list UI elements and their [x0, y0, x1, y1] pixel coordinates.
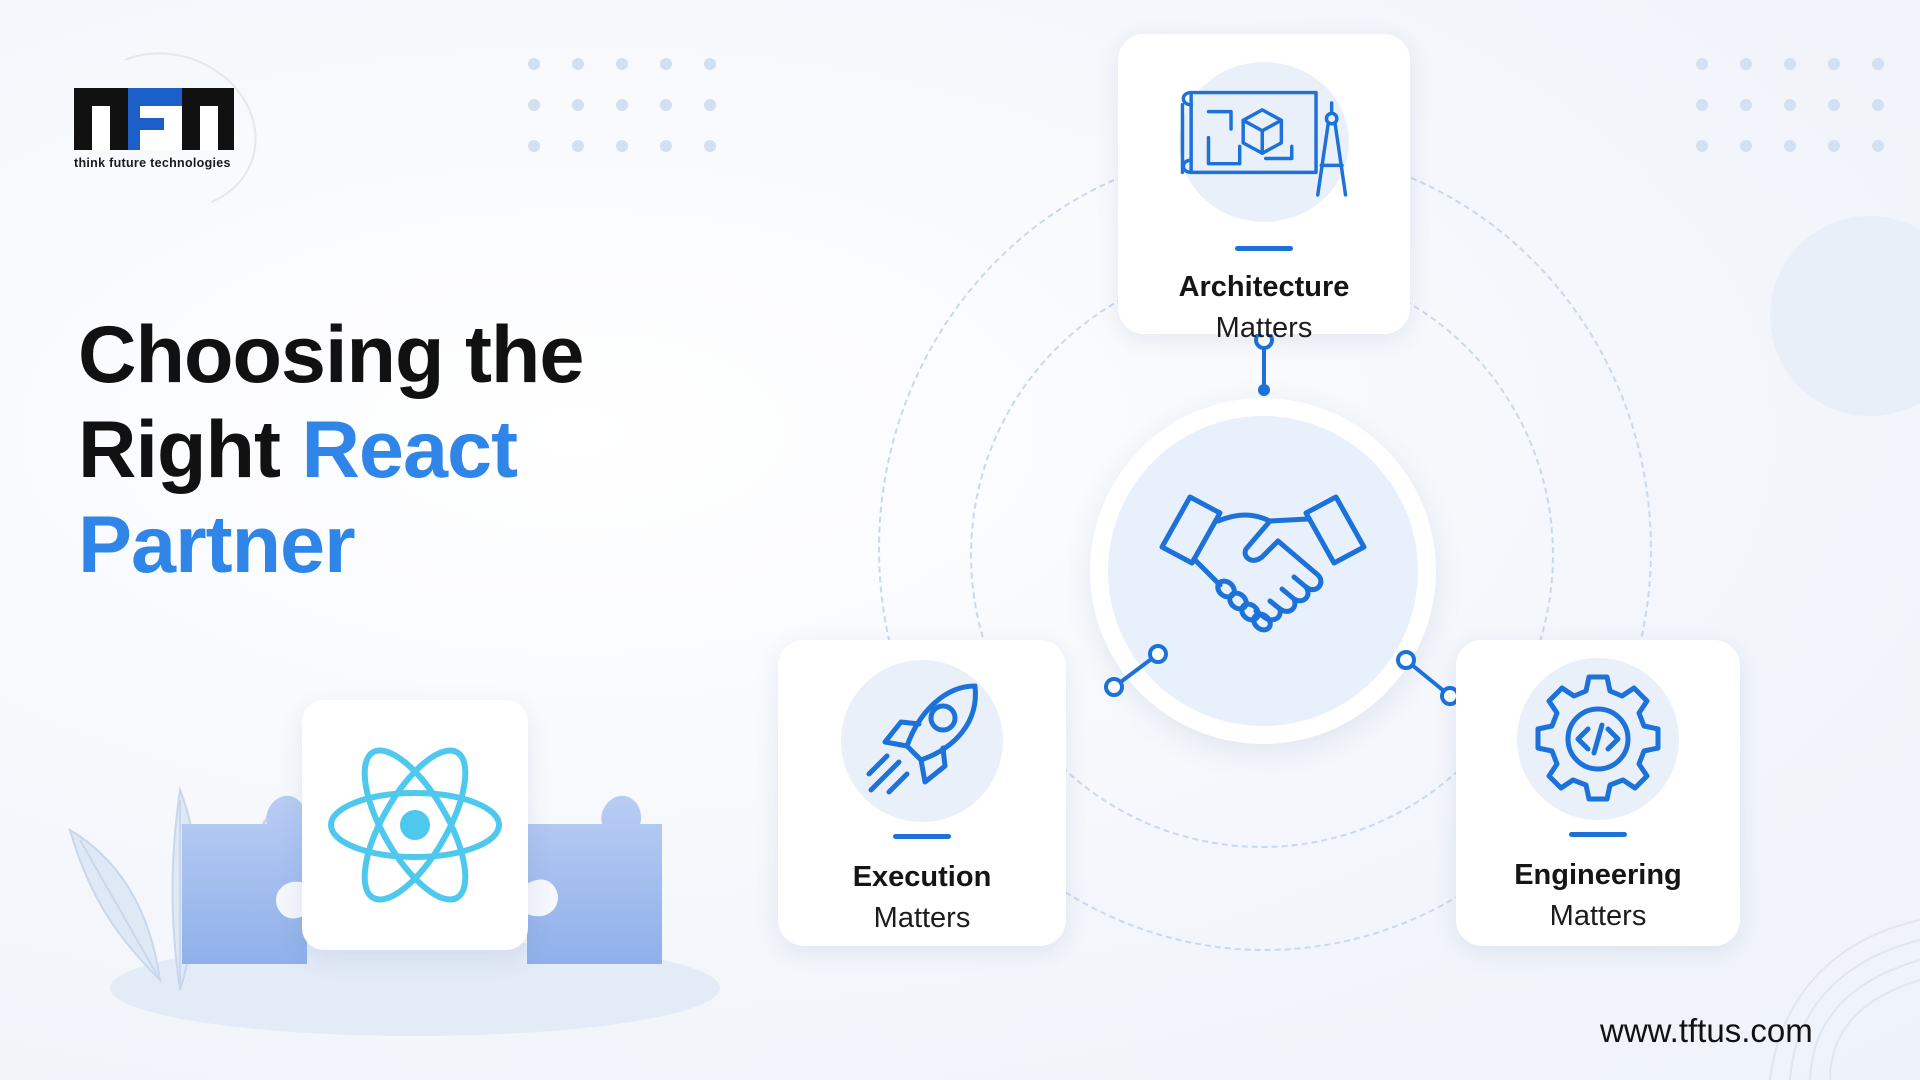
- blueprint-icon: [1180, 90, 1348, 197]
- headline: Choosing the Right React Partner: [78, 308, 584, 593]
- decorative-circle: [1770, 216, 1920, 416]
- headline-line-1: Choosing the: [78, 310, 584, 400]
- logo-mark-icon: [74, 88, 234, 150]
- engineering-title: Engineering: [1514, 859, 1682, 891]
- gear-code-icon: [1535, 674, 1661, 802]
- react-card: [302, 700, 528, 950]
- architecture-icon-disc: [1179, 62, 1349, 222]
- company-logo[interactable]: think future technologies: [74, 88, 234, 170]
- architecture-title: Architecture: [1178, 271, 1350, 303]
- handshake-icon: [1159, 494, 1367, 633]
- architecture-accent-bar: [1235, 246, 1293, 251]
- center-disc: [1108, 416, 1418, 726]
- architecture-card[interactable]: Architecture Matters: [1118, 34, 1410, 344]
- headline-accent-react: React: [301, 405, 518, 495]
- connector-lines: [1104, 330, 1460, 706]
- engineering-subtitle: Matters: [1549, 900, 1647, 932]
- headline-accent-partner: Partner: [78, 500, 356, 590]
- headline-line-2-plain: Right: [78, 405, 302, 495]
- headline-line-2: Right React: [78, 403, 583, 498]
- engineering-accent-bar: [1569, 832, 1627, 837]
- dot-grid-right: [1696, 58, 1884, 152]
- react-logo-icon: [328, 747, 502, 903]
- execution-icon-disc: [841, 660, 1003, 822]
- engineering-card[interactable]: Engineering Matters: [1456, 640, 1740, 946]
- logo-tagline: think future technologies: [74, 156, 231, 170]
- rocket-icon: [866, 683, 978, 795]
- puzzle-pieces-icon: [182, 795, 662, 964]
- dot-grid-left: [528, 58, 716, 152]
- corner-arcs-decoration: [1769, 919, 1920, 1080]
- execution-card[interactable]: Execution Matters: [778, 640, 1066, 946]
- website-url[interactable]: www.tftus.com: [1600, 1012, 1813, 1049]
- execution-subtitle: Matters: [873, 902, 971, 934]
- engineering-icon-disc: [1517, 658, 1679, 820]
- architecture-subtitle: Matters: [1215, 312, 1313, 344]
- execution-title: Execution: [852, 861, 992, 893]
- execution-accent-bar: [893, 834, 951, 839]
